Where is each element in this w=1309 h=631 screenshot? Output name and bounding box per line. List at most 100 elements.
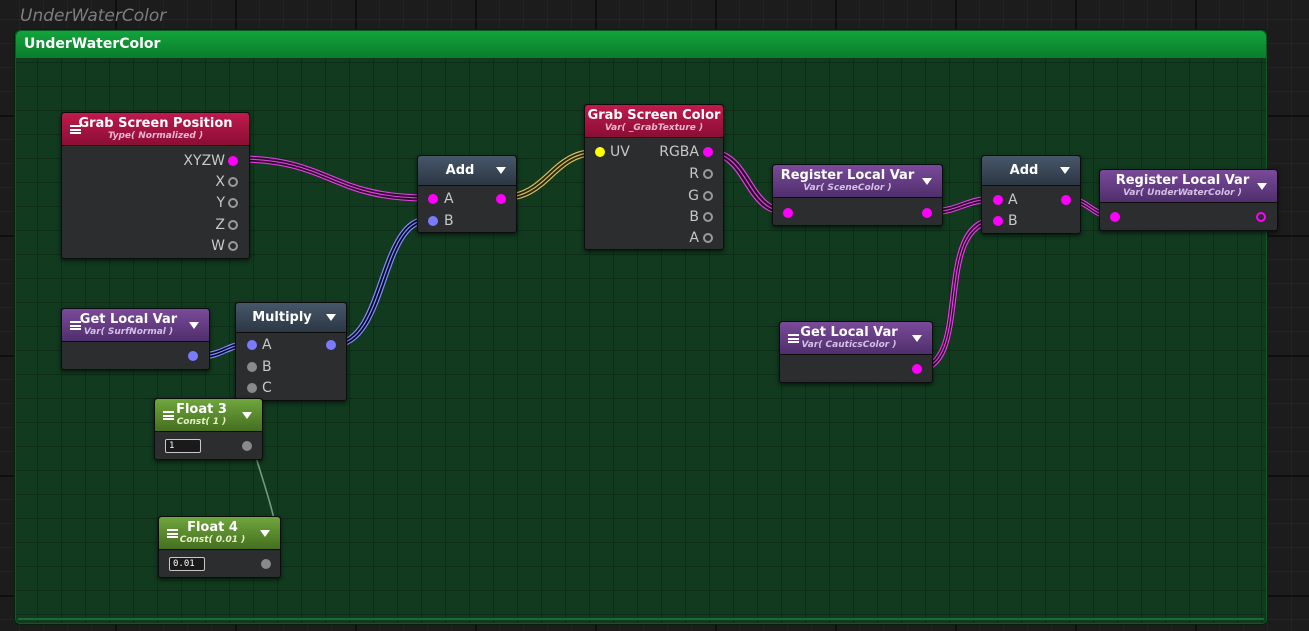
node-header[interactable]: Add bbox=[418, 156, 516, 186]
node-multiply[interactable]: Multiply A B C bbox=[235, 302, 347, 401]
node-title: Register Local Var bbox=[780, 168, 915, 183]
port-label-z: Z bbox=[215, 217, 225, 233]
output-pin[interactable] bbox=[1256, 212, 1266, 222]
node-header[interactable]: Float 3 Const( 1 ) bbox=[155, 399, 262, 432]
node-add[interactable]: Add A B bbox=[417, 155, 517, 233]
wire-multiply-to-add-b[interactable] bbox=[331, 216, 431, 348]
dropdown-arrow-icon[interactable] bbox=[912, 335, 922, 342]
output-pin[interactable] bbox=[326, 340, 336, 350]
node-header[interactable]: Get Local Var Var( SurfNormal ) bbox=[62, 309, 209, 342]
node-get-local-var-cauticscolor[interactable]: Get Local Var Var( CauticsColor ) bbox=[779, 321, 933, 383]
wire-caustics-to-add2-b[interactable] bbox=[913, 216, 1001, 373]
output-pin-z[interactable] bbox=[228, 220, 238, 230]
node-header[interactable]: Register Local Var Var( SceneColor ) bbox=[773, 165, 942, 198]
port-label-g: G bbox=[688, 188, 699, 204]
node-title: Add bbox=[445, 163, 475, 178]
output-pin[interactable] bbox=[261, 559, 271, 569]
input-pin-b[interactable] bbox=[428, 216, 438, 226]
node-register-local-var-underwatercolor[interactable]: Register Local Var Var( UnderWaterColor … bbox=[1099, 169, 1278, 231]
node-subtitle: Var( CauticsColor ) bbox=[801, 340, 897, 350]
input-pin-uv[interactable] bbox=[595, 147, 605, 157]
dropdown-arrow-icon[interactable] bbox=[326, 314, 336, 321]
node-float3[interactable]: Float 3 Const( 1 ) 1 bbox=[154, 398, 263, 460]
node-title: Register Local Var bbox=[1115, 173, 1250, 188]
node-header[interactable]: Get Local Var Var( CauticsColor ) bbox=[780, 322, 932, 355]
input-pin-c[interactable] bbox=[247, 383, 257, 393]
port-label-b: B bbox=[689, 209, 699, 225]
menu-icon[interactable] bbox=[788, 334, 799, 343]
port-label-a: A bbox=[689, 230, 699, 246]
dropdown-arrow-icon[interactable] bbox=[1257, 183, 1267, 190]
port-label-c: C bbox=[262, 380, 272, 396]
output-pin-x[interactable] bbox=[228, 177, 238, 187]
menu-icon[interactable] bbox=[70, 125, 81, 134]
node-subtitle: Var( SurfNormal ) bbox=[83, 327, 174, 337]
port-label-uv: UV bbox=[610, 144, 630, 160]
output-pin[interactable] bbox=[188, 351, 198, 361]
output-pin-a[interactable] bbox=[703, 233, 713, 243]
node-float4[interactable]: Float 4 Const( 0.01 ) 0.01 bbox=[158, 516, 281, 578]
output-pin-g[interactable] bbox=[703, 191, 713, 201]
node-header[interactable]: Grab Screen Color Var( _GrabTexture ) bbox=[585, 105, 723, 138]
port-label-w: W bbox=[211, 238, 225, 254]
node-title: Get Local Var bbox=[800, 325, 898, 340]
menu-icon[interactable] bbox=[70, 321, 81, 330]
output-pin-b[interactable] bbox=[703, 212, 713, 222]
dropdown-arrow-icon[interactable] bbox=[189, 322, 199, 329]
node-subtitle: Const( 1 ) bbox=[176, 417, 227, 427]
node-get-local-var-surfnormal[interactable]: Get Local Var Var( SurfNormal ) bbox=[61, 308, 210, 370]
port-label-r: R bbox=[689, 166, 699, 182]
input-pin[interactable] bbox=[1110, 212, 1120, 222]
node-header[interactable]: Multiply bbox=[236, 303, 346, 333]
output-pin[interactable] bbox=[496, 194, 506, 204]
node-grab-screen-color[interactable]: Grab Screen Color Var( _GrabTexture ) UV… bbox=[584, 104, 724, 250]
menu-icon[interactable] bbox=[163, 411, 174, 420]
port-label-a: A bbox=[262, 337, 272, 353]
port-label-a: A bbox=[444, 191, 454, 207]
node-title: Float 3 bbox=[176, 402, 227, 417]
output-pin-y[interactable] bbox=[228, 198, 238, 208]
output-pin[interactable] bbox=[922, 208, 932, 218]
node-subtitle: Const( 0.01 ) bbox=[179, 535, 246, 545]
dropdown-arrow-icon[interactable] bbox=[1060, 167, 1070, 174]
output-pin-xyzw[interactable] bbox=[228, 156, 238, 166]
wire-xyzw-to-add-a[interactable] bbox=[234, 155, 431, 202]
input-pin-b[interactable] bbox=[993, 216, 1003, 226]
port-label-b: B bbox=[262, 359, 272, 375]
node-register-local-var-scenecolor[interactable]: Register Local Var Var( SceneColor ) bbox=[772, 164, 943, 226]
value-input[interactable]: 1 bbox=[165, 439, 201, 453]
group-header[interactable]: UnderWaterColor bbox=[16, 31, 1266, 58]
node-title: Add bbox=[1009, 163, 1039, 178]
node-title: Grab Screen Position bbox=[78, 116, 233, 131]
menu-icon[interactable] bbox=[167, 529, 178, 538]
input-pin[interactable] bbox=[783, 208, 793, 218]
dropdown-arrow-icon[interactable] bbox=[260, 530, 270, 537]
canvas-title: UnderWaterColor bbox=[20, 6, 167, 26]
input-pin-a[interactable] bbox=[247, 340, 257, 350]
output-pin-r[interactable] bbox=[703, 169, 713, 179]
input-pin-a[interactable] bbox=[428, 194, 438, 204]
node-header[interactable]: Float 4 Const( 0.01 ) bbox=[159, 517, 280, 550]
value-input[interactable]: 0.01 bbox=[169, 557, 205, 571]
node-header[interactable]: Grab Screen Position Type( Normalized ) bbox=[62, 113, 249, 146]
dropdown-arrow-icon[interactable] bbox=[922, 178, 932, 185]
output-pin-rgba[interactable] bbox=[703, 147, 713, 157]
node-title: Multiply bbox=[252, 310, 312, 325]
output-pin[interactable] bbox=[1061, 195, 1071, 205]
output-pin-w[interactable] bbox=[228, 241, 238, 251]
node-grab-screen-position[interactable]: Grab Screen Position Type( Normalized ) … bbox=[61, 112, 250, 259]
dropdown-arrow-icon[interactable] bbox=[496, 167, 506, 174]
node-header[interactable]: Register Local Var Var( UnderWaterColor … bbox=[1100, 170, 1277, 203]
node-add[interactable]: Add A B bbox=[981, 155, 1081, 234]
node-title: Get Local Var bbox=[79, 312, 178, 327]
port-label-y: Y bbox=[216, 195, 225, 211]
input-pin-b[interactable] bbox=[247, 362, 257, 372]
node-subtitle: Var( _GrabTexture ) bbox=[604, 123, 704, 133]
node-header[interactable]: Add bbox=[982, 156, 1080, 186]
port-label-b: B bbox=[1008, 213, 1018, 229]
port-label-xyzw: XYZW bbox=[183, 153, 225, 169]
output-pin[interactable] bbox=[912, 364, 922, 374]
output-pin[interactable] bbox=[242, 441, 252, 451]
input-pin-a[interactable] bbox=[993, 195, 1003, 205]
dropdown-arrow-icon[interactable] bbox=[242, 412, 252, 419]
